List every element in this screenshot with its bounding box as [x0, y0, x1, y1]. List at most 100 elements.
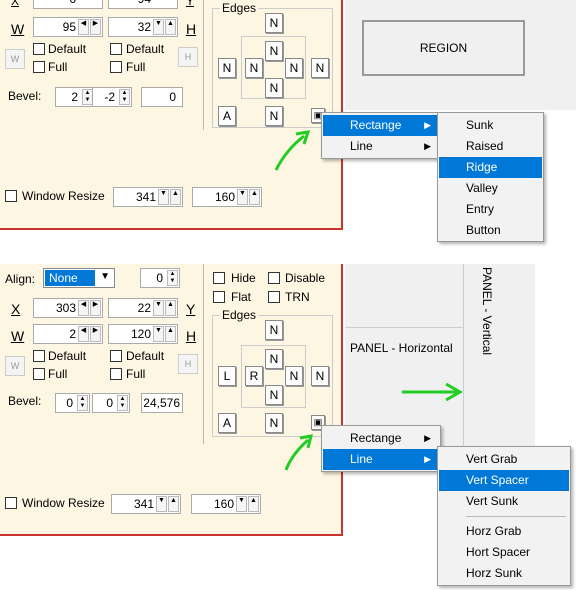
menu-item-sunk[interactable]: Sunk — [466, 118, 494, 132]
down-arrow-icon[interactable]: ▼ — [237, 189, 248, 205]
menu-item-line[interactable]: Line▶ — [323, 136, 439, 157]
w-button[interactable]: W — [5, 49, 25, 69]
disable-checkbox[interactable] — [268, 272, 280, 284]
align-num-field[interactable]: 0▲▼ — [140, 268, 180, 288]
left-arrow-icon[interactable]: ◀ — [78, 19, 89, 35]
menu-item-horz-grab[interactable]: Horz Grab — [466, 524, 522, 538]
resize-w-field[interactable]: 341▼▲ — [113, 187, 183, 207]
w-field[interactable]: 95 ◀ ▶ — [33, 17, 103, 37]
left-arrow-icon[interactable]: ◀ — [78, 326, 89, 342]
edge-right-inner-button-2[interactable]: N — [285, 366, 303, 386]
up-arrow-icon[interactable]: ▲ — [165, 326, 176, 342]
edge-bottom-button-2[interactable]: N — [265, 413, 283, 433]
menu-item-rectange-2[interactable]: Rectange▶ — [323, 428, 439, 449]
resize-h-field[interactable]: 160▼▲ — [192, 187, 262, 207]
h-button[interactable]: H — [178, 47, 198, 67]
full2-checkbox-2[interactable] — [110, 368, 122, 380]
rect-style-submenu: Sunk Raised Ridge Valley Entry Button — [437, 112, 544, 242]
bevel-b-field[interactable]: -2▲▼ — [92, 87, 132, 107]
updown-icon[interactable]: ▲▼ — [167, 270, 178, 286]
bevel-a-field-2[interactable]: 0▲▼ — [55, 393, 90, 413]
default2-checkbox-2[interactable] — [110, 350, 122, 362]
align-select[interactable]: None ▼ — [43, 268, 115, 288]
flat-checkbox[interactable] — [213, 291, 225, 303]
down-arrow-icon[interactable]: ▼ — [153, 326, 164, 342]
up-arrow-icon[interactable]: ▲ — [249, 189, 260, 205]
edge-center-top-button[interactable]: N — [265, 41, 283, 61]
w2-field[interactable]: 32 ▼ ▲ — [108, 17, 178, 37]
bevel-a-field[interactable]: 2▲▼ — [55, 87, 95, 107]
bevel-c-field-2[interactable]: 24,576 — [141, 393, 183, 413]
updown-icon[interactable]: ▲▼ — [77, 395, 88, 411]
h-field-2[interactable]: 120▼▲ — [108, 324, 178, 344]
up-arrow-icon[interactable]: ▲ — [168, 496, 179, 512]
w-button-2[interactable]: W — [5, 356, 25, 376]
default-checkbox[interactable] — [33, 43, 45, 55]
edge-center-top-button-2[interactable]: N — [265, 349, 283, 369]
menu-item-entry[interactable]: Entry — [466, 202, 495, 216]
full2-checkbox[interactable] — [110, 61, 122, 73]
updown-icon[interactable]: ▲▼ — [117, 395, 128, 411]
x-field-2[interactable]: 303◀▶ — [33, 298, 103, 318]
edge-left-inner-button[interactable]: N — [245, 58, 263, 78]
edge-top-button[interactable]: N — [265, 13, 283, 33]
y-field-2[interactable]: 22▼▲ — [108, 298, 178, 318]
default-checkbox-2[interactable] — [33, 350, 45, 362]
trn-checkbox[interactable] — [268, 291, 280, 303]
menu-item-ridge[interactable]: Ridge — [439, 157, 542, 178]
up-arrow-icon[interactable]: ▲ — [165, 300, 176, 316]
x2-field[interactable]: 94 — [108, 0, 178, 9]
menu-item-raised[interactable]: Raised — [466, 139, 504, 153]
menu-item-vert-spacer[interactable]: Vert Spacer — [439, 470, 569, 491]
menu-item-line-2[interactable]: Line▶ — [323, 449, 439, 470]
updown-icon[interactable]: ▲▼ — [119, 89, 130, 105]
up-arrow-icon[interactable]: ▲ — [170, 189, 181, 205]
edge-center-bottom-button[interactable]: N — [265, 78, 283, 98]
menu-item-hort-spacer[interactable]: Hort Spacer — [466, 545, 531, 559]
edge-right-inner-button[interactable]: N — [285, 58, 303, 78]
menu-item-rectange[interactable]: Rectange▶ — [323, 115, 439, 136]
down-arrow-icon[interactable]: ▼ — [153, 300, 164, 316]
edge-left-outer-button-2[interactable]: L — [218, 366, 236, 386]
edge-center-bottom-button-2[interactable]: N — [265, 385, 283, 405]
edge-a-button-2[interactable]: A — [218, 413, 236, 433]
right-arrow-icon[interactable]: ▶ — [90, 326, 101, 342]
menu-item-valley[interactable]: Valley — [466, 181, 498, 195]
up-arrow-icon[interactable]: ▲ — [165, 19, 176, 35]
menu-item-vert-sunk[interactable]: Vert Sunk — [466, 494, 519, 508]
left-arrow-icon[interactable]: ◀ — [78, 300, 89, 316]
down-arrow-icon[interactable]: ▼ — [158, 189, 169, 205]
grid-icon: ▣ — [313, 417, 323, 427]
window-resize-checkbox[interactable] — [5, 190, 17, 202]
edge-right-outer-button-2[interactable]: N — [311, 366, 329, 386]
edge-left-outer-button[interactable]: N — [218, 58, 236, 78]
right-arrow-icon[interactable]: ▶ — [90, 19, 101, 35]
hide-checkbox[interactable] — [213, 272, 225, 284]
down-arrow-icon[interactable]: ▼ — [236, 496, 247, 512]
default2-checkbox[interactable] — [110, 43, 122, 55]
submenu-arrow-icon: ▶ — [424, 433, 431, 443]
h-button-2[interactable]: H — [178, 354, 198, 374]
bevel-c-field[interactable]: 0 — [141, 87, 183, 107]
bevel-b-field-2[interactable]: 0▲▼ — [92, 393, 130, 413]
menu-item-horz-sunk[interactable]: Horz Sunk — [466, 566, 523, 580]
window-resize-checkbox-2[interactable] — [5, 497, 17, 509]
edge-left-inner-button-2[interactable]: R — [245, 366, 263, 386]
edge-bottom-button[interactable]: N — [265, 106, 283, 126]
resize-h-field-2[interactable]: 160▼▲ — [191, 494, 261, 514]
down-arrow-icon[interactable]: ▼ — [153, 19, 164, 35]
vertical-divider — [203, 0, 204, 130]
menu-item-button[interactable]: Button — [466, 223, 501, 237]
right-arrow-icon[interactable]: ▶ — [90, 300, 101, 316]
edge-right-outer-button[interactable]: N — [311, 58, 329, 78]
up-arrow-icon[interactable]: ▲ — [248, 496, 259, 512]
w-field-2[interactable]: 2◀▶ — [33, 324, 103, 344]
full-checkbox[interactable] — [33, 61, 45, 73]
down-arrow-icon[interactable]: ▼ — [156, 496, 167, 512]
menu-item-vert-grab[interactable]: Vert Grab — [466, 452, 518, 466]
x-field[interactable]: 6 — [33, 0, 103, 9]
edge-a-button[interactable]: A — [218, 106, 236, 126]
full-checkbox-2[interactable] — [33, 368, 45, 380]
resize-w-field-2[interactable]: 341▼▲ — [111, 494, 181, 514]
edge-top-button-2[interactable]: N — [265, 320, 283, 340]
